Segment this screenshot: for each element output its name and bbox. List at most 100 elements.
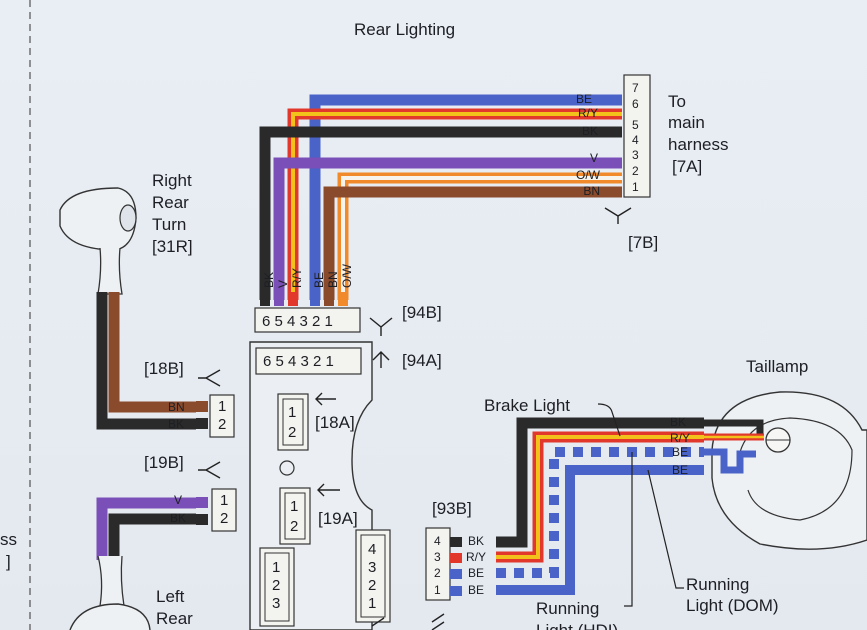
connector-18b (209, 394, 235, 438)
connector-93b-pin: 3 (434, 550, 441, 564)
harness-pin: 6 (632, 97, 639, 111)
connector-4321-pin: 4 (368, 541, 376, 558)
wire-bk-harness (259, 126, 622, 300)
connector-18a-ref: [18A] (315, 413, 355, 432)
connector-94b-ref: [94B] (402, 303, 442, 322)
connector-19b-ref: [19B] (144, 453, 184, 472)
connector-94b-symbol (369, 317, 393, 336)
running-dom-label: Light (DOM) (686, 596, 779, 615)
harness-pin: 5 (632, 118, 639, 132)
left-turn-pin-stub (196, 514, 208, 525)
connector-94a (255, 347, 362, 375)
right-turn-wire-label: BK (168, 417, 184, 431)
connector-18a-arrow (315, 392, 336, 406)
connector-93b-wire: BE (468, 566, 484, 580)
connector-94b (254, 307, 361, 333)
brake-light-label: Brake Light (484, 396, 570, 415)
running-hdi-label: Running (536, 599, 599, 618)
right-turn-label: [31R] (152, 237, 193, 256)
taillamp-wire-label: BK (670, 415, 686, 429)
harness-wire-label: BK (582, 124, 598, 138)
right-turn-pin-stub (196, 418, 208, 429)
taillamp-wire-label: BE (672, 445, 688, 459)
right-turn-pin-stub (196, 401, 208, 412)
connector-18b-pin: 1 (218, 398, 226, 415)
harness-pin: 7 (632, 81, 639, 95)
connector-19a-inner (284, 492, 306, 540)
harness-pin: 3 (632, 148, 639, 162)
connector-19b-pin: 2 (220, 510, 228, 527)
harness-wire-label: V (590, 151, 598, 165)
connector-93b-pin: 2 (434, 566, 441, 580)
connector-93b-wire: BK (468, 534, 484, 548)
harness-label-line: To (668, 92, 686, 111)
harness-pin: 1 (632, 180, 639, 194)
connector-93b (425, 527, 451, 601)
left-turn-pin-stub (196, 497, 208, 508)
connector-93b-ref: [93B] (432, 499, 472, 518)
connector-123 (259, 547, 295, 627)
connector-19a-ref: [19A] (318, 509, 358, 528)
vertical-wire-label: O/W (340, 263, 354, 288)
taillamp-label: Taillamp (746, 357, 808, 376)
taillamp-wire-label: BE (672, 463, 688, 477)
connector-7b-symbol (604, 207, 632, 224)
taillamp-wire-label: R/Y (670, 431, 690, 445)
wire-ry-harness (287, 108, 622, 300)
connector-94a-ref: [94A] (402, 351, 442, 370)
edge-fragment: ss (0, 530, 17, 549)
connector-19a-pin: 1 (290, 498, 298, 515)
taillamp (704, 391, 867, 550)
connector-19b-pin: 1 (220, 492, 228, 509)
right-turn-lamp (59, 187, 137, 295)
right-turn-label: Right (152, 171, 192, 190)
connector-7b-ref: [7B] (628, 233, 658, 252)
connector-18a-inner (282, 398, 304, 446)
connector-19b-symbol (198, 461, 221, 479)
connector-18a-pin: 1 (288, 404, 296, 421)
harness-wire-label: BN (583, 184, 600, 198)
wire-ow-harness (337, 172, 622, 300)
harness-pin: 4 (632, 133, 639, 147)
connector-4321 (355, 529, 391, 623)
harness-wire-label: R/Y (578, 106, 598, 120)
module-bottom-symbols (371, 613, 445, 630)
wire-be-running-hdi (496, 447, 704, 578)
running-hdi-label: Light (HDI) (536, 621, 618, 630)
connector-93b-wire: R/Y (466, 550, 486, 564)
diagram-title: Rear Lighting (354, 20, 455, 39)
connector-94a-pins: 6 5 4 3 2 1 (263, 353, 334, 370)
connector-4321-inner (360, 534, 386, 618)
right-turn-label: Rear (152, 193, 189, 212)
right-turn-wire-label: BN (168, 400, 185, 414)
wire-bk-taillamp (496, 417, 704, 548)
connector-19b (211, 488, 237, 532)
harness-wire-label: BE (576, 92, 592, 106)
vertical-wire-label: V (276, 280, 290, 288)
vertical-wire-label: BN (326, 271, 340, 288)
right-turn-wires (96, 292, 196, 430)
connector-93b-pin: 1 (434, 583, 441, 597)
main-harness-connector (623, 74, 651, 198)
connector-93b-wire: BE (468, 583, 484, 597)
connector-4321-pin: 1 (368, 595, 376, 612)
connector-94b-pins: 6 5 4 3 2 1 (262, 313, 333, 330)
connector-93b-stub (450, 537, 462, 547)
connector-19a-pin: 2 (290, 518, 298, 535)
running-dom-leader (647, 469, 684, 589)
connector-93b-stub (450, 569, 462, 579)
left-turn-wire-label: BK (170, 511, 186, 525)
left-turn-wire-label: V (174, 493, 182, 507)
connector-18b-ref: [18B] (144, 359, 184, 378)
connector-19a-arrow (317, 483, 340, 497)
module-mount-hole (279, 460, 295, 476)
vertical-wire-label: BE (312, 272, 326, 288)
wire-ry-taillamp (496, 431, 704, 563)
left-turn-label: Rear (156, 609, 193, 628)
connector-123-pin: 2 (272, 577, 280, 594)
connector-123-inner (264, 552, 290, 622)
connector-18b-pin: 2 (218, 416, 226, 433)
left-turn-lamp (69, 555, 151, 630)
